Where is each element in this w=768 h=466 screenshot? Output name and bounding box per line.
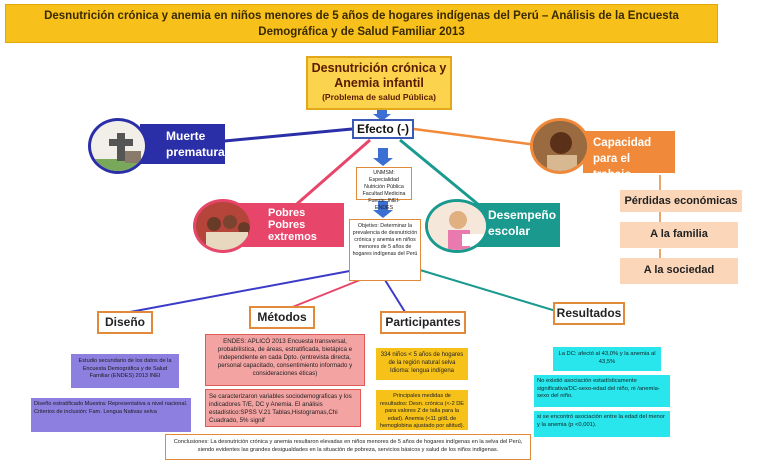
central-subtitle: (Problema de salud Pública) xyxy=(308,91,450,103)
metodos-box-1: ENDES: APLICÓ 2013 Encuesta transversal,… xyxy=(205,334,365,386)
source-line-3: Facultad Medicina xyxy=(359,191,409,198)
efecto-node: Efecto (-) xyxy=(352,119,414,139)
resultados-box-3: si se encontró asociación entre la edad … xyxy=(534,411,670,437)
perdidas-familia: A la familia xyxy=(620,222,738,248)
effect-pobres: Pobres Pobres extremos xyxy=(238,203,344,247)
children-icon xyxy=(193,199,253,253)
effect-capacidad: Capacidad para el trabajo xyxy=(583,131,675,173)
central-title-1: Desnutrición crónica y xyxy=(308,61,450,76)
worker-icon xyxy=(530,118,590,174)
metodos-box-2: Se caracterizaron variables sociodemogra… xyxy=(205,389,361,427)
diseno-box-2: Diseño estratificado Muestra: Representa… xyxy=(31,398,191,432)
section-participantes: Participantes xyxy=(380,311,466,334)
section-diseno: Diseño xyxy=(97,311,153,334)
conclusion-box: Conclusiones: La desnutrición crónica y … xyxy=(165,434,531,460)
source-box: UNMSM: Especialidad Nutrición Pública Fa… xyxy=(356,167,412,200)
perdidas-title: Pérdidas económicas xyxy=(620,190,742,212)
section-resultados: Resultados xyxy=(553,302,625,325)
objective-box: Objetivo: Determinar la prevalencia de d… xyxy=(349,219,421,281)
perdidas-sociedad: A la sociedad xyxy=(620,258,738,284)
participantes-box-1: 334 niños < 5 años de hogares de la regi… xyxy=(376,348,468,380)
section-metodos: Métodos xyxy=(249,306,315,329)
source-line-1: UNMSM: Especialidad xyxy=(359,170,409,184)
central-topic: Desnutrición crónica y Anemia infantil (… xyxy=(306,56,452,110)
source-line-4: Fuente: INEI- ENDES xyxy=(359,198,409,212)
resultados-box-1: La DC: afectó al 43,0% y la anemia al 43… xyxy=(553,347,661,371)
title-line-2: Demográfica y de Salud Familiar 2013 xyxy=(6,24,717,40)
effect-muerte: Muerte prematura xyxy=(140,124,225,164)
title-line-1: Desnutrición crónica y anemia en niños m… xyxy=(6,8,717,24)
source-line-2: Nutrición Pública xyxy=(359,184,409,191)
participantes-box-2: Principales medidas de resultados: Desn.… xyxy=(376,390,468,430)
central-title-2: Anemia infantil xyxy=(308,76,450,91)
grave-icon xyxy=(88,118,148,174)
resultados-box-2: No existió asociación estadísticamente s… xyxy=(534,375,670,407)
student-icon xyxy=(425,199,489,253)
diseno-box-1: Estudio secundario de los datos de la En… xyxy=(71,354,179,388)
page-title: Desnutrición crónica y anemia en niños m… xyxy=(5,4,718,43)
